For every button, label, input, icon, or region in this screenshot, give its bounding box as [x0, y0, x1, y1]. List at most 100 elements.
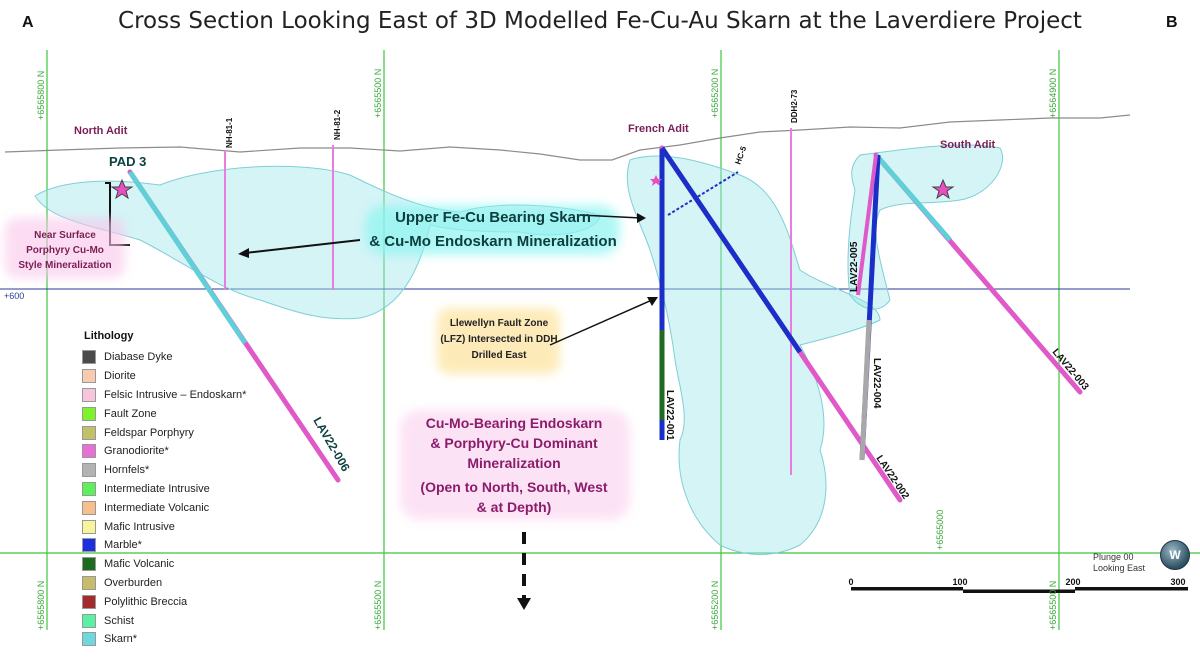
upper-skarn-line-1: Upper Fe-Cu Bearing Skarn [395, 209, 591, 226]
legend-label: Polylithic Breccia [104, 595, 188, 608]
diagram-title: Cross Section Looking East of 3D Modelle… [118, 8, 1082, 34]
legend-swatch [82, 575, 96, 590]
pad-label: PAD 3 [109, 154, 146, 169]
hole-lav22-004-hornfels [859, 319, 872, 461]
legend-item: Felsic Intrusive – Endoskarn* [82, 386, 312, 405]
legend-label: Diorite [104, 370, 136, 383]
legend-swatch [82, 613, 96, 628]
hole-lav22-002-marble [659, 146, 803, 354]
legend-label: Feldspar Porphyry [104, 426, 194, 439]
legend-label: Felsic Intrusive – Endoskarn* [104, 388, 247, 401]
star-south-adit [931, 178, 955, 200]
star-french-adit [650, 175, 662, 186]
topography-line [4, 114, 1131, 161]
french-adit-label: French Adit [628, 123, 689, 135]
legend-item: Skarn* [82, 630, 312, 649]
scale-seg-3 [1075, 587, 1188, 590]
legend-label: Intermediate Intrusive [104, 482, 210, 495]
legend-swatch [82, 594, 96, 609]
llewellyn-glow [437, 308, 560, 374]
hole-lav22-005 [856, 154, 878, 296]
legend-item: Intermediate Volcanic [82, 498, 312, 517]
label-lav22-002: LAV22-002 [874, 454, 912, 502]
legend-item: Schist [82, 611, 312, 630]
legend-swatch [82, 444, 96, 459]
plunge-note: Plunge 00 Looking East [1093, 552, 1145, 574]
label-hc-5: HC-5 [733, 145, 748, 166]
scale-seg-1 [851, 587, 963, 590]
corner-label-a: A [22, 14, 34, 31]
plunge-line-2: Looking East [1093, 563, 1146, 573]
endoskarn-line-5: & at Depth) [477, 499, 552, 515]
legend-swatch [82, 369, 96, 384]
legend-swatch [82, 632, 96, 647]
legend-swatch [82, 481, 96, 496]
legend-swatch [82, 406, 96, 421]
grid-label-top-3: +6565200 N [710, 69, 720, 118]
legend-swatch [82, 463, 96, 478]
legend-swatch [82, 538, 96, 553]
llewellyn-line-3: Drilled East [471, 350, 527, 361]
hole-lav22-003-skarn [874, 153, 952, 242]
legend-label: Mafic Intrusive [104, 520, 175, 533]
legend-label: Hornfels* [104, 464, 150, 477]
elevation-label: +600 [4, 291, 24, 301]
star-north-adit [110, 178, 134, 200]
legend-swatch [82, 387, 96, 402]
legend-swatch [82, 425, 96, 440]
legend-item: Granodiorite* [82, 442, 312, 461]
legend-label: Mafic Volcanic [104, 558, 175, 571]
legend-label: Overburden [104, 576, 163, 589]
llewellyn-line-1: Llewellyn Fault Zone [450, 318, 549, 329]
grid-label-extra: +6565000 [935, 510, 945, 550]
legend-item: Marble* [82, 536, 312, 555]
legend-item: Overburden [82, 574, 312, 593]
south-adit-label: South Adit [940, 139, 996, 151]
legend-item: Diabase Dyke [82, 348, 312, 367]
label-lav22-003: LAV22-003 [1050, 347, 1091, 393]
legend-swatch [82, 500, 96, 515]
label-lav22-005: LAV22-005 [849, 241, 860, 292]
corner-label-b: B [1166, 14, 1178, 31]
scale-label-200: 200 [1065, 577, 1080, 587]
label-nh81-1: NH-81-1 [225, 117, 234, 148]
hole-hc-5 [667, 171, 739, 216]
legend-swatch [82, 350, 96, 365]
scale-label-100: 100 [952, 577, 967, 587]
legend-label: Schist [104, 614, 134, 627]
legend-item: Polylithic Breccia [82, 592, 312, 611]
north-adit-label: North Adit [74, 125, 128, 137]
legend-item: Hornfels* [82, 461, 312, 480]
legend-item: Diorite [82, 367, 312, 386]
legend-item: Feldspar Porphyry [82, 423, 312, 442]
legend-item: Intermediate Intrusive [82, 480, 312, 499]
arrowhead-french [637, 213, 646, 223]
endoskarn-glow [400, 410, 630, 520]
scale-label-300: 300 [1170, 577, 1185, 587]
label-lav22-001: LAV22-001 [664, 390, 675, 441]
endoskarn-line-1: Cu-Mo-Bearing Endoskarn [426, 415, 603, 431]
scale-label-0: 0 [848, 577, 853, 587]
near-surface-line-3: Style Mineralization [18, 260, 111, 271]
label-nh81-2: NH-81-2 [333, 109, 342, 140]
compass-icon: W [1160, 540, 1190, 570]
hole-lav22-006-skarn [127, 170, 248, 345]
arrowhead-north [238, 248, 249, 258]
legend-label: Fault Zone [104, 407, 157, 420]
legend-label: Intermediate Volcanic [104, 501, 210, 514]
plunge-line-1: Plunge 00 [1093, 552, 1134, 562]
central-skarn-body [626, 155, 881, 555]
legend-title: Lithology [84, 330, 134, 342]
legend-label: Diabase Dyke [104, 351, 173, 364]
legend-swatch [82, 519, 96, 534]
grid-label-bottom-1: +6565800 N [36, 581, 46, 630]
arrow-to-french [579, 214, 641, 219]
label-lav22-004: LAV22-004 [871, 358, 882, 409]
near-surface-line-1: Near Surface [34, 230, 96, 241]
grid-label-bottom-2: +6565500 N [373, 581, 383, 630]
upper-skarn-line-2: & Cu-Mo Endoskarn Mineralization [369, 233, 617, 250]
grid-label-top-2: +6565500 N [373, 69, 383, 118]
